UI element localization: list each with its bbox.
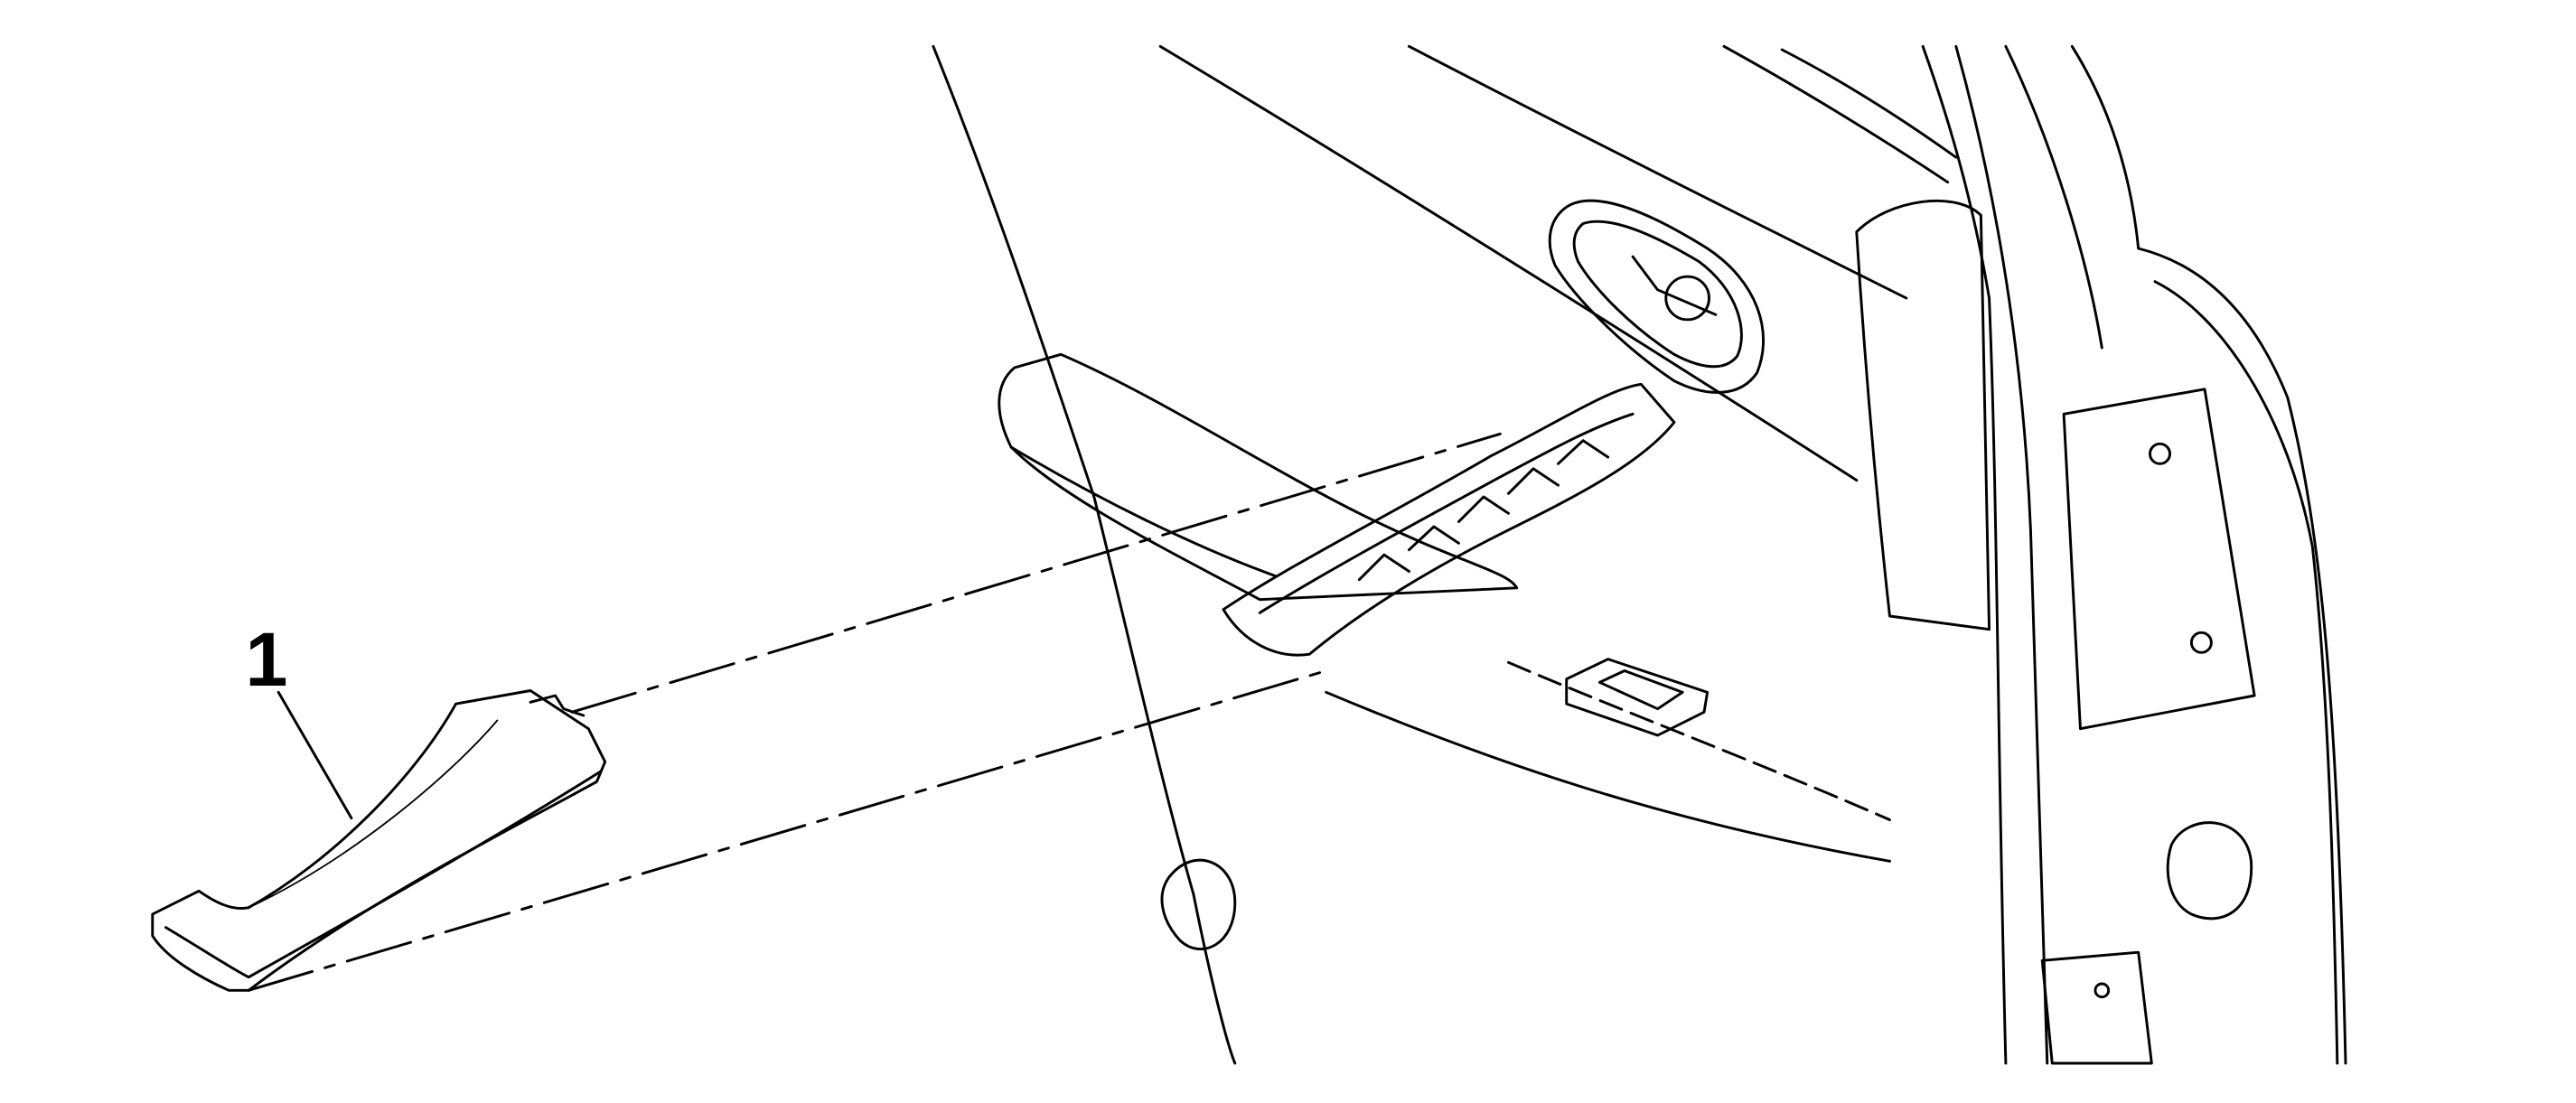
door-panel-map-pocket-line xyxy=(1507,660,1891,821)
b-pillar xyxy=(2062,388,2256,731)
latch-hole xyxy=(2094,982,2111,999)
switch-bezel-trim-tab xyxy=(529,694,585,717)
b-pillar-bolt-upper xyxy=(2149,442,2171,465)
assembly-leader-upper xyxy=(570,432,1502,714)
switch-bezel-trim xyxy=(151,689,607,992)
assembly-leader-lower xyxy=(247,669,1328,992)
b-pillar-outer-2 xyxy=(2153,280,2339,1065)
door-handle-bezel xyxy=(1548,199,1765,394)
door-jamb-line xyxy=(1954,44,2049,1065)
door-rear-panel xyxy=(1855,199,1991,631)
switch-mount-clips xyxy=(1357,439,1610,582)
b-pillar-bolt-lower xyxy=(2189,631,2213,654)
door-panel-upper-line xyxy=(1158,44,1859,482)
door-handle-lever xyxy=(1631,255,1718,316)
door-lock-knob xyxy=(1664,275,1710,322)
speaker-grille xyxy=(1160,858,1237,951)
door-jamb-line-2 xyxy=(2004,44,2103,350)
b-pillar-hole xyxy=(2166,821,2253,921)
callout-1-leader xyxy=(276,690,353,820)
door-handle-inner xyxy=(1572,220,1743,369)
armrest-pad-edge xyxy=(1009,445,1279,578)
switch-mount-frame xyxy=(1222,382,1676,657)
door-clip-pad-inner xyxy=(1597,669,1684,711)
door-clip-pad xyxy=(1565,658,1710,737)
door-frame-line-2 xyxy=(1780,48,1958,159)
door-panel-lower-line xyxy=(1325,690,1891,863)
b-pillar-outer xyxy=(2137,247,2347,1065)
armrest-pad xyxy=(998,352,1519,602)
door-frame-line xyxy=(1722,44,1950,184)
door-outer-edge xyxy=(932,44,1237,1065)
door-rear-edge xyxy=(1921,44,2008,1065)
switch-bezel-trim-ridge xyxy=(248,719,499,909)
switch-mount-inner xyxy=(1258,412,1635,614)
callout-1-label: 1 xyxy=(246,617,288,702)
door-jamb-line-3 xyxy=(2070,44,2140,250)
lower-latch-plate xyxy=(2040,950,2153,1065)
switch-bezel-trim-edge xyxy=(164,770,602,979)
door-panel-top-line xyxy=(1407,44,1908,300)
